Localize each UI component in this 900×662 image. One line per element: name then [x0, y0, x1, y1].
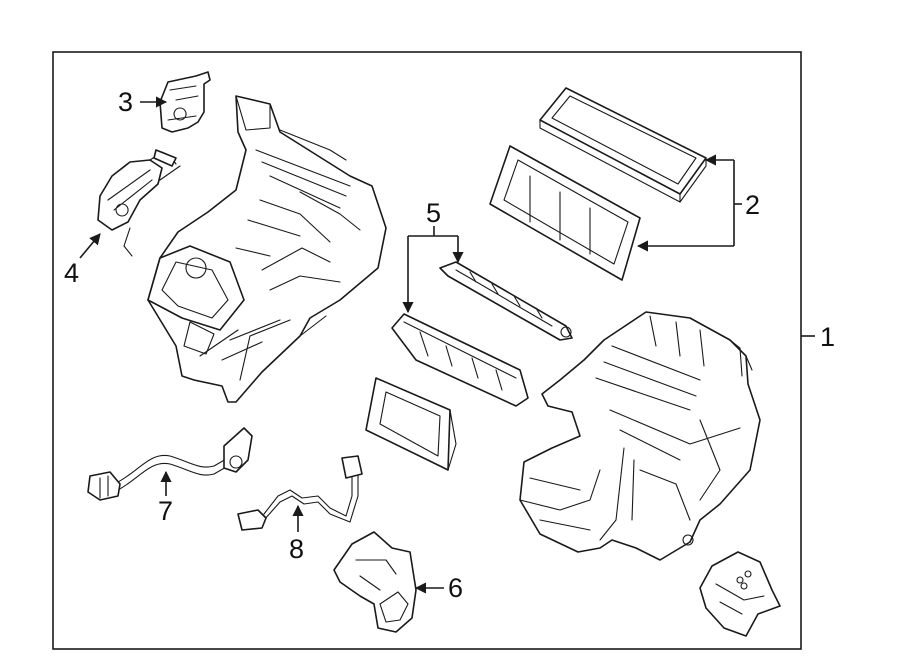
assembly-border — [52, 51, 802, 650]
callout-1-label: 1 — [820, 322, 835, 352]
part-5-door-shafts — [391, 261, 573, 407]
left-case-half — [147, 95, 387, 403]
callout-2-label: 2 — [745, 190, 760, 220]
right-case-half — [519, 311, 761, 561]
part-4-temp-actuator — [97, 149, 181, 257]
blower-scroll — [699, 551, 781, 637]
callout-5-label: 5 — [426, 198, 441, 228]
part-8-wire-harness — [237, 455, 363, 531]
part-7-wire-harness — [87, 427, 253, 501]
callout-6-label: 6 — [448, 573, 463, 603]
callout-4-label: 4 — [64, 258, 79, 288]
callout-3-label: 3 — [118, 87, 133, 117]
part-3-mode-actuator — [159, 71, 211, 133]
part-2-air-filters — [489, 87, 707, 281]
callout-7-label: 7 — [158, 496, 173, 526]
part-6-duct-outlet — [333, 531, 417, 633]
callout-4-leader — [79, 233, 101, 259]
callout-8-label: 8 — [289, 534, 304, 564]
duct-frame — [365, 377, 457, 471]
